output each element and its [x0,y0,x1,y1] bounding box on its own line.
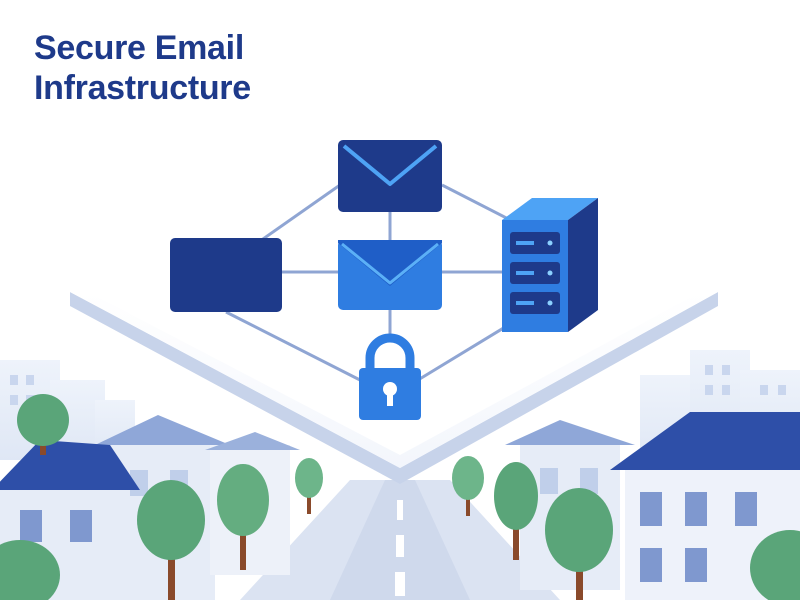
page-title: Secure Email Infrastructure [34,28,251,108]
tree-icon [17,394,69,455]
tree-icon [0,530,800,600]
padlock-icon [359,333,421,420]
envelope-icon [338,140,442,212]
server-icon [502,198,598,332]
title-line-2: Infrastructure [34,69,251,107]
tree-icon [217,464,269,570]
tree-icon [137,480,205,600]
monitor-box-icon [170,238,282,312]
street [240,480,560,600]
envelope-icon [338,240,442,310]
tree-icon [494,462,538,560]
tree-icon [295,458,323,514]
tree-icon [545,488,613,600]
tree-icon [452,456,484,516]
title-line-1: Secure Email [34,29,244,67]
